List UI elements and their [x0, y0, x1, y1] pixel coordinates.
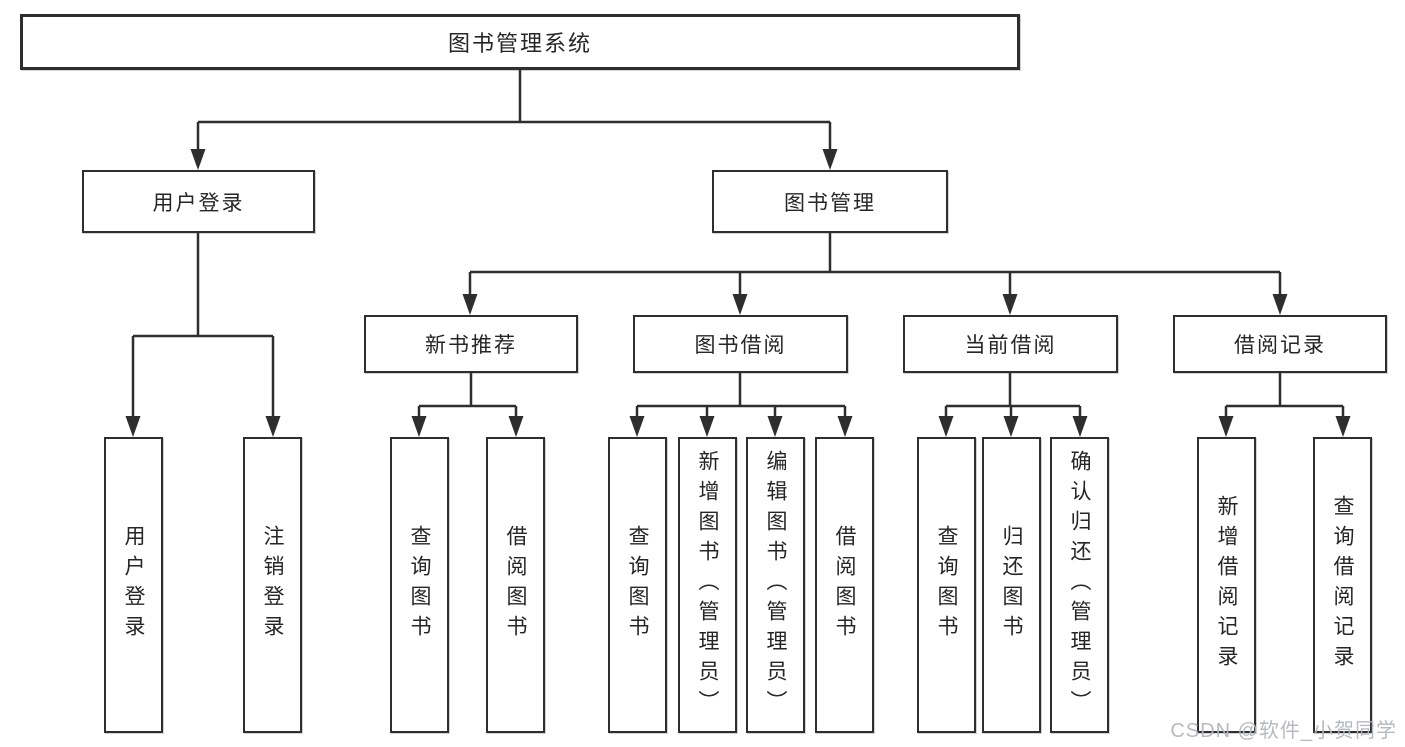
node-label: 查询图书: [935, 525, 958, 645]
node-label: 借阅图书: [504, 525, 527, 645]
node-label: 图书管理系统: [447, 31, 592, 56]
connector-current-borrowing-to-leaves: [938, 373, 1088, 437]
node-return-books: 归还图书: [982, 437, 1041, 733]
node-query-books-recommend: 查询图书: [390, 437, 449, 733]
connector-book-borrowing-to-leaves: [629, 373, 853, 437]
node-logout-action: 注销登录: [243, 437, 302, 733]
node-query-borrow-record: 查询借阅记录: [1313, 437, 1372, 733]
node-label: 编辑图书（管理员）: [764, 450, 787, 720]
node-label: 注销登录: [261, 525, 284, 645]
connector-root-to-level2: [190, 70, 838, 170]
node-label: 新书推荐: [425, 334, 517, 357]
node-book-borrowing: 图书借阅: [633, 315, 848, 373]
node-label: 用户登录: [122, 525, 145, 645]
node-user-login-action: 用户登录: [104, 437, 163, 733]
node-add-borrow-record: 新增借阅记录: [1197, 437, 1256, 733]
connector-new-book-recommend-to-leaves: [411, 373, 524, 437]
node-label: 借阅记录: [1234, 334, 1326, 357]
node-book-management: 图书管理: [712, 170, 948, 233]
node-borrow-books-recommend: 借阅图书: [486, 437, 545, 733]
node-confirm-return-admin: 确认归还（管理员）: [1050, 437, 1109, 733]
node-label: 新增图书（管理员）: [696, 450, 719, 720]
node-library-management-system: 图书管理系统: [20, 14, 1020, 70]
node-label: 图书借阅: [694, 334, 787, 357]
node-label: 查询借阅记录: [1331, 495, 1354, 675]
node-query-books-current: 查询图书: [917, 437, 976, 733]
node-borrowing-records: 借阅记录: [1173, 315, 1387, 373]
node-label: 归还图书: [1000, 525, 1023, 645]
node-label: 新增借阅记录: [1215, 495, 1238, 675]
node-label: 确认归还（管理员）: [1068, 450, 1091, 720]
node-label: 当前借阅: [964, 334, 1057, 357]
connector-book-management-to-level3: [462, 233, 1288, 315]
node-label: 查询图书: [626, 525, 649, 645]
node-new-book-recommend: 新书推荐: [364, 315, 578, 373]
connector-borrowing-records-to-leaves: [1218, 373, 1351, 437]
node-add-book-admin: 新增图书（管理员）: [678, 437, 737, 733]
node-edit-book-admin: 编辑图书（管理员）: [746, 437, 805, 733]
node-borrow-books-borrowing: 借阅图书: [815, 437, 874, 733]
node-label: 借阅图书: [833, 525, 856, 645]
node-label: 图书管理: [784, 191, 876, 215]
node-label: 用户登录: [152, 191, 245, 215]
node-current-borrowing: 当前借阅: [903, 315, 1118, 373]
connector-user-login-to-leaves: [125, 233, 281, 437]
node-query-books-borrowing: 查询图书: [608, 437, 667, 733]
node-label: 查询图书: [408, 525, 431, 645]
node-user-login: 用户登录: [82, 170, 315, 233]
